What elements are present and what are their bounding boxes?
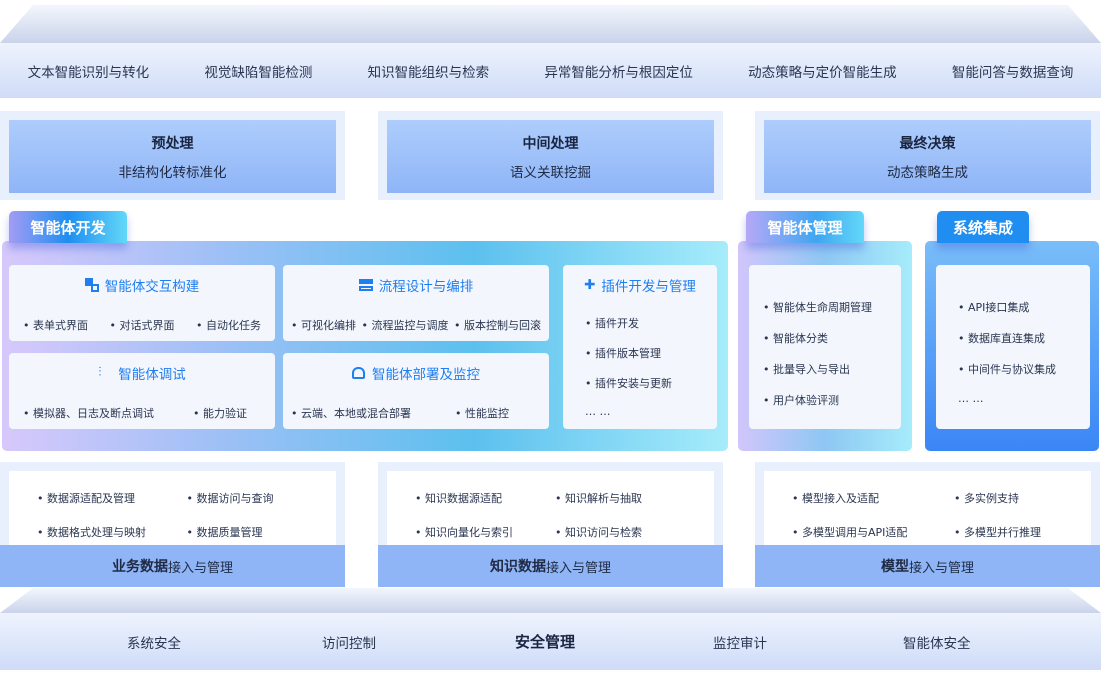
security-bevel xyxy=(0,588,1101,613)
workflow-icon xyxy=(358,278,373,292)
feature: • 能力验证 xyxy=(193,407,247,420)
feature: • 插件开发 xyxy=(585,317,639,330)
integration-card: • API接口集成 • 数据库直连集成 • 中间件与协议集成 … … xyxy=(936,265,1090,429)
card-debug: ⫶ 智能体调试 • 模拟器、日志及断点调试 • 能力验证 xyxy=(9,353,275,429)
feature: • 表单式界面 xyxy=(23,319,88,332)
feature: • 智能体分类 xyxy=(763,332,828,345)
model-block: • 模型接入及适配• 多实例支持• 多模型调用与API适配• 多模型并行推理 模… xyxy=(755,462,1100,587)
processing-final: 最终决策动态策略生成 xyxy=(755,111,1100,200)
block-label: 知识数据接入与管理 xyxy=(378,545,723,587)
security-item: 系统安全 xyxy=(127,635,181,652)
interaction-build-icon xyxy=(84,278,99,292)
proc-title: 预处理 xyxy=(151,135,194,152)
integration-tab: 系统集成 xyxy=(937,211,1029,243)
card-title: 流程设计与编排 xyxy=(378,279,474,295)
processing-mid: 中间处理语义关联挖掘 xyxy=(378,111,723,200)
card-workflow: 流程设计与编排 • 可视化编排 • 流程监控与调度 • 版本控制与回滚 xyxy=(283,265,549,341)
feature: • 插件安装与更新 xyxy=(585,377,672,390)
card-interaction-build: 智能体交互构建 • 表单式界面 • 对话式界面 • 自动化任务 xyxy=(9,265,275,341)
feature: • API接口集成 xyxy=(958,301,1030,314)
security-title: 安全管理 xyxy=(515,633,576,651)
top-layer-bevel xyxy=(0,5,1101,43)
block-label: 业务数据接入与管理 xyxy=(0,545,345,587)
security-item: 智能体安全 xyxy=(903,635,971,652)
feature: • 性能监控 xyxy=(455,407,509,420)
app-item: 视觉缺陷智能检测 xyxy=(204,64,313,81)
card-deploy: 智能体部署及监控 • 云端、本地或混合部署 • 性能监控 xyxy=(283,353,549,429)
sliders-icon: ⫶ xyxy=(98,365,102,380)
proc-desc: 动态策略生成 xyxy=(887,164,968,181)
feature: • 插件版本管理 xyxy=(585,347,661,360)
more: … … xyxy=(585,405,611,418)
security-item: 监控审计 xyxy=(713,635,767,652)
knowledge-data-block: • 知识数据源适配• 知识解析与抽取• 知识向量化与索引• 知识访问与检索 知识… xyxy=(378,462,723,587)
more: … … xyxy=(958,392,984,405)
feature: • 对话式界面 xyxy=(109,319,175,332)
app-item: 动态策略与定价智能生成 xyxy=(748,64,897,81)
proc-title: 最终决策 xyxy=(899,135,956,152)
business-data-block: • 数据源适配及管理• 数据访问与查询• 数据格式处理与映射• 数据质量管理 业… xyxy=(0,462,345,587)
feature: • 版本控制与回滚 xyxy=(454,319,541,332)
feature: • 自动化任务 xyxy=(196,319,261,332)
card-title: 智能体交互构建 xyxy=(104,279,200,295)
app-item: 智能问答与数据查询 xyxy=(951,64,1074,81)
card-plugin: ✚ 插件开发与管理 • 插件开发 • 插件版本管理 • 插件安装与更新 … … xyxy=(563,265,717,429)
proc-desc: 语义关联挖掘 xyxy=(510,164,591,181)
block-label: 模型接入与管理 xyxy=(755,545,1100,587)
proc-desc: 非结构化转标准化 xyxy=(118,164,227,181)
dev-tab: 智能体开发 xyxy=(9,211,127,243)
feature: • 智能体生命周期管理 xyxy=(763,301,872,314)
mgmt-tab: 智能体管理 xyxy=(746,211,864,243)
feature: • 数据库直连集成 xyxy=(958,332,1045,345)
feature: • 中间件与协议集成 xyxy=(958,363,1056,376)
gauge-icon xyxy=(352,366,366,380)
card-title: 插件开发与管理 xyxy=(601,279,696,295)
app-item: 文本智能识别与转化 xyxy=(27,64,150,81)
app-item: 知识智能组织与检索 xyxy=(367,64,490,81)
card-title: 智能体部署及监控 xyxy=(372,367,480,383)
feature: • 云端、本地或混合部署 xyxy=(291,407,411,420)
security-item: 访问控制 xyxy=(322,635,376,652)
mgmt-card: • 智能体生命周期管理 • 智能体分类 • 批量导入与导出 • 用户体验评测 xyxy=(749,265,901,429)
feature: • 模拟器、日志及断点调试 xyxy=(23,407,154,420)
puzzle-icon: ✚ xyxy=(584,277,596,293)
feature: • 可视化编排 xyxy=(291,319,356,332)
application-layer: 文本智能识别与转化 视觉缺陷智能检测 知识智能组织与检索 异常智能分析与根因定位… xyxy=(0,43,1101,98)
processing-pre: 预处理非结构化转标准化 xyxy=(0,111,345,200)
proc-title: 中间处理 xyxy=(522,135,579,152)
feature: • 用户体验评测 xyxy=(763,394,839,407)
card-title: 智能体调试 xyxy=(118,367,186,383)
app-item: 异常智能分析与根因定位 xyxy=(544,64,693,81)
feature: • 批量导入与导出 xyxy=(763,363,850,376)
security-layer: 系统安全 访问控制 安全管理 监控审计 智能体安全 xyxy=(0,613,1101,670)
feature: • 流程监控与调度 xyxy=(361,319,449,332)
